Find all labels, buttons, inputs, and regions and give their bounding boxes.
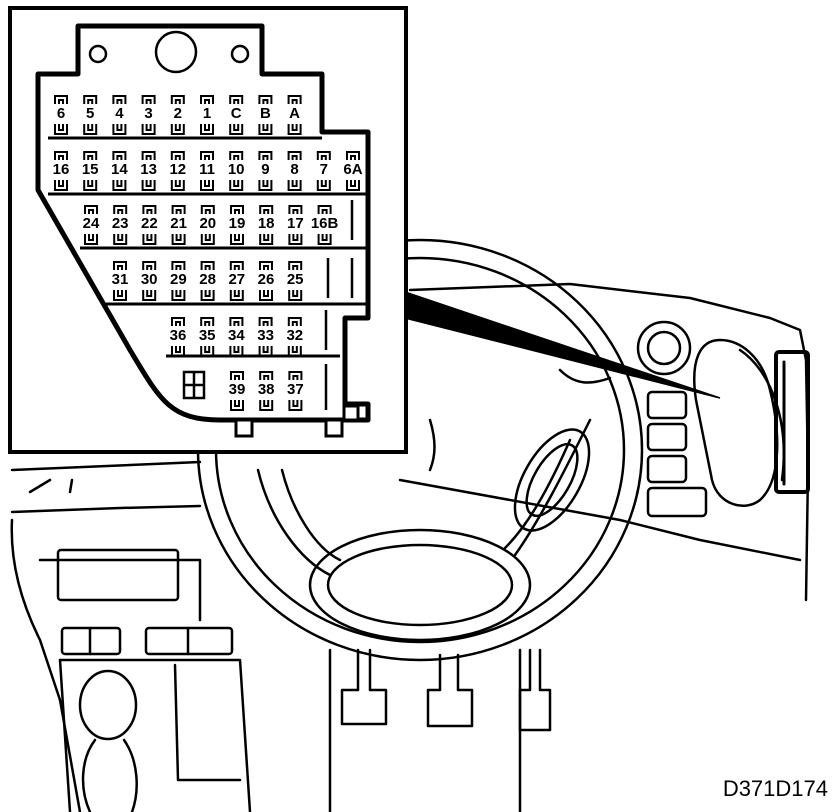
fuse-label: 25 xyxy=(287,271,304,288)
fuse-33: 33 xyxy=(257,317,274,357)
fuse-25: 25 xyxy=(287,261,304,301)
fuse-16: 16 xyxy=(53,151,70,191)
fuse-a: A xyxy=(287,95,302,135)
fuse-label: 11 xyxy=(199,161,215,178)
fuse-label: 10 xyxy=(228,161,245,178)
fuse-label: 15 xyxy=(82,161,99,178)
fuse-26: 26 xyxy=(258,261,275,301)
fuse-12: 12 xyxy=(169,151,186,191)
fuse-label: 33 xyxy=(257,327,274,344)
fuse-15: 15 xyxy=(82,151,99,191)
fuse-label: 6 xyxy=(57,105,65,122)
fuse-8: 8 xyxy=(287,151,302,191)
dashboard-illustration xyxy=(10,238,810,812)
fuse-4: 4 xyxy=(112,95,127,135)
fuse-c: C xyxy=(229,95,244,135)
fuse-label: 32 xyxy=(286,327,303,344)
fuse-7: 7 xyxy=(316,151,331,191)
fuse-30: 30 xyxy=(141,261,158,301)
fuse-2: 2 xyxy=(170,95,185,135)
fuse-label: 19 xyxy=(229,215,246,232)
fuse-label: 2 xyxy=(174,105,182,122)
fuse-label: 38 xyxy=(258,381,275,398)
fuse-23: 23 xyxy=(112,205,129,245)
fuse-28: 28 xyxy=(199,261,216,301)
fuse-37: 37 xyxy=(287,371,304,411)
fuse-label: 16B xyxy=(311,215,339,232)
fuse-label: 3 xyxy=(144,105,152,122)
fuse-38: 38 xyxy=(258,371,275,411)
fuse-label: 8 xyxy=(290,161,298,178)
fuse-35: 35 xyxy=(199,317,216,357)
fuse-24: 24 xyxy=(83,205,100,245)
fuse-label: 12 xyxy=(169,161,186,178)
fuse-label: 30 xyxy=(141,271,158,288)
mounting-hole-icon xyxy=(154,30,198,74)
fuse-34: 34 xyxy=(228,317,245,357)
fuse-label: 14 xyxy=(111,161,128,178)
fuse-20: 20 xyxy=(199,205,216,245)
fuse-label: 7 xyxy=(320,161,328,178)
fuse-b: B xyxy=(258,95,273,135)
fuse-label: 31 xyxy=(112,271,129,288)
fuse-label: 29 xyxy=(170,271,187,288)
leader-line xyxy=(404,290,721,399)
fuse-label: 6A xyxy=(343,161,362,178)
fuse-14: 14 xyxy=(111,151,128,191)
fuse-1: 1 xyxy=(200,95,214,135)
fuse-31: 31 xyxy=(112,261,129,301)
fuse-label: 34 xyxy=(228,327,245,344)
fuse-label: 35 xyxy=(199,327,216,344)
fuse-label: 22 xyxy=(141,215,158,232)
fuse-27: 27 xyxy=(228,261,245,301)
fuse-9: 9 xyxy=(258,151,273,191)
relay-icon xyxy=(182,370,206,400)
fuse-label: 28 xyxy=(199,271,216,288)
fuse-19: 19 xyxy=(229,205,246,245)
fuse-label: 9 xyxy=(261,161,269,178)
fuse-label: 24 xyxy=(83,215,100,232)
fuse-label: 21 xyxy=(170,215,187,232)
fuse-22: 22 xyxy=(141,205,158,245)
fuse-label: 1 xyxy=(203,105,211,122)
fuse-label: C xyxy=(231,105,242,122)
fuse-36: 36 xyxy=(170,317,187,357)
fuse-label: 37 xyxy=(287,381,304,398)
fuse-label: 18 xyxy=(258,215,275,232)
fuse-label: 23 xyxy=(112,215,129,232)
fuse-5: 5 xyxy=(83,95,98,135)
fuse-39: 39 xyxy=(229,371,246,411)
fuse-label: 5 xyxy=(86,105,94,122)
fuse-label: A xyxy=(289,105,300,122)
fuse-label: B xyxy=(260,105,271,122)
fuse-6: 6 xyxy=(54,95,68,135)
fuse-21: 21 xyxy=(170,205,187,245)
fuse-label: 4 xyxy=(115,105,124,122)
fuse-13: 13 xyxy=(140,151,157,191)
reference-code: D371D174 xyxy=(723,776,828,801)
fuse-6a: 6A xyxy=(343,151,363,191)
fuse-label: 39 xyxy=(229,381,246,398)
fuse-18: 18 xyxy=(258,205,275,245)
fuse-label: 17 xyxy=(287,215,304,232)
fuse-label: 26 xyxy=(258,271,275,288)
mounting-hole-icon xyxy=(88,44,108,64)
fuse-label: 13 xyxy=(140,161,157,178)
fuse-3: 3 xyxy=(141,95,156,135)
fuse-label: 20 xyxy=(199,215,216,232)
fuse-label: 16 xyxy=(53,161,70,178)
fuse-16b: 16B xyxy=(311,205,339,245)
fuse-label: 27 xyxy=(228,271,245,288)
fuse-17: 17 xyxy=(287,205,304,245)
fuse-29: 29 xyxy=(170,261,187,301)
mounting-hole-icon xyxy=(230,44,250,64)
fuse-32: 32 xyxy=(286,317,303,357)
fuse-10: 10 xyxy=(228,151,245,191)
fuse-11: 11 xyxy=(199,151,215,191)
fuse-label: 36 xyxy=(170,327,187,344)
